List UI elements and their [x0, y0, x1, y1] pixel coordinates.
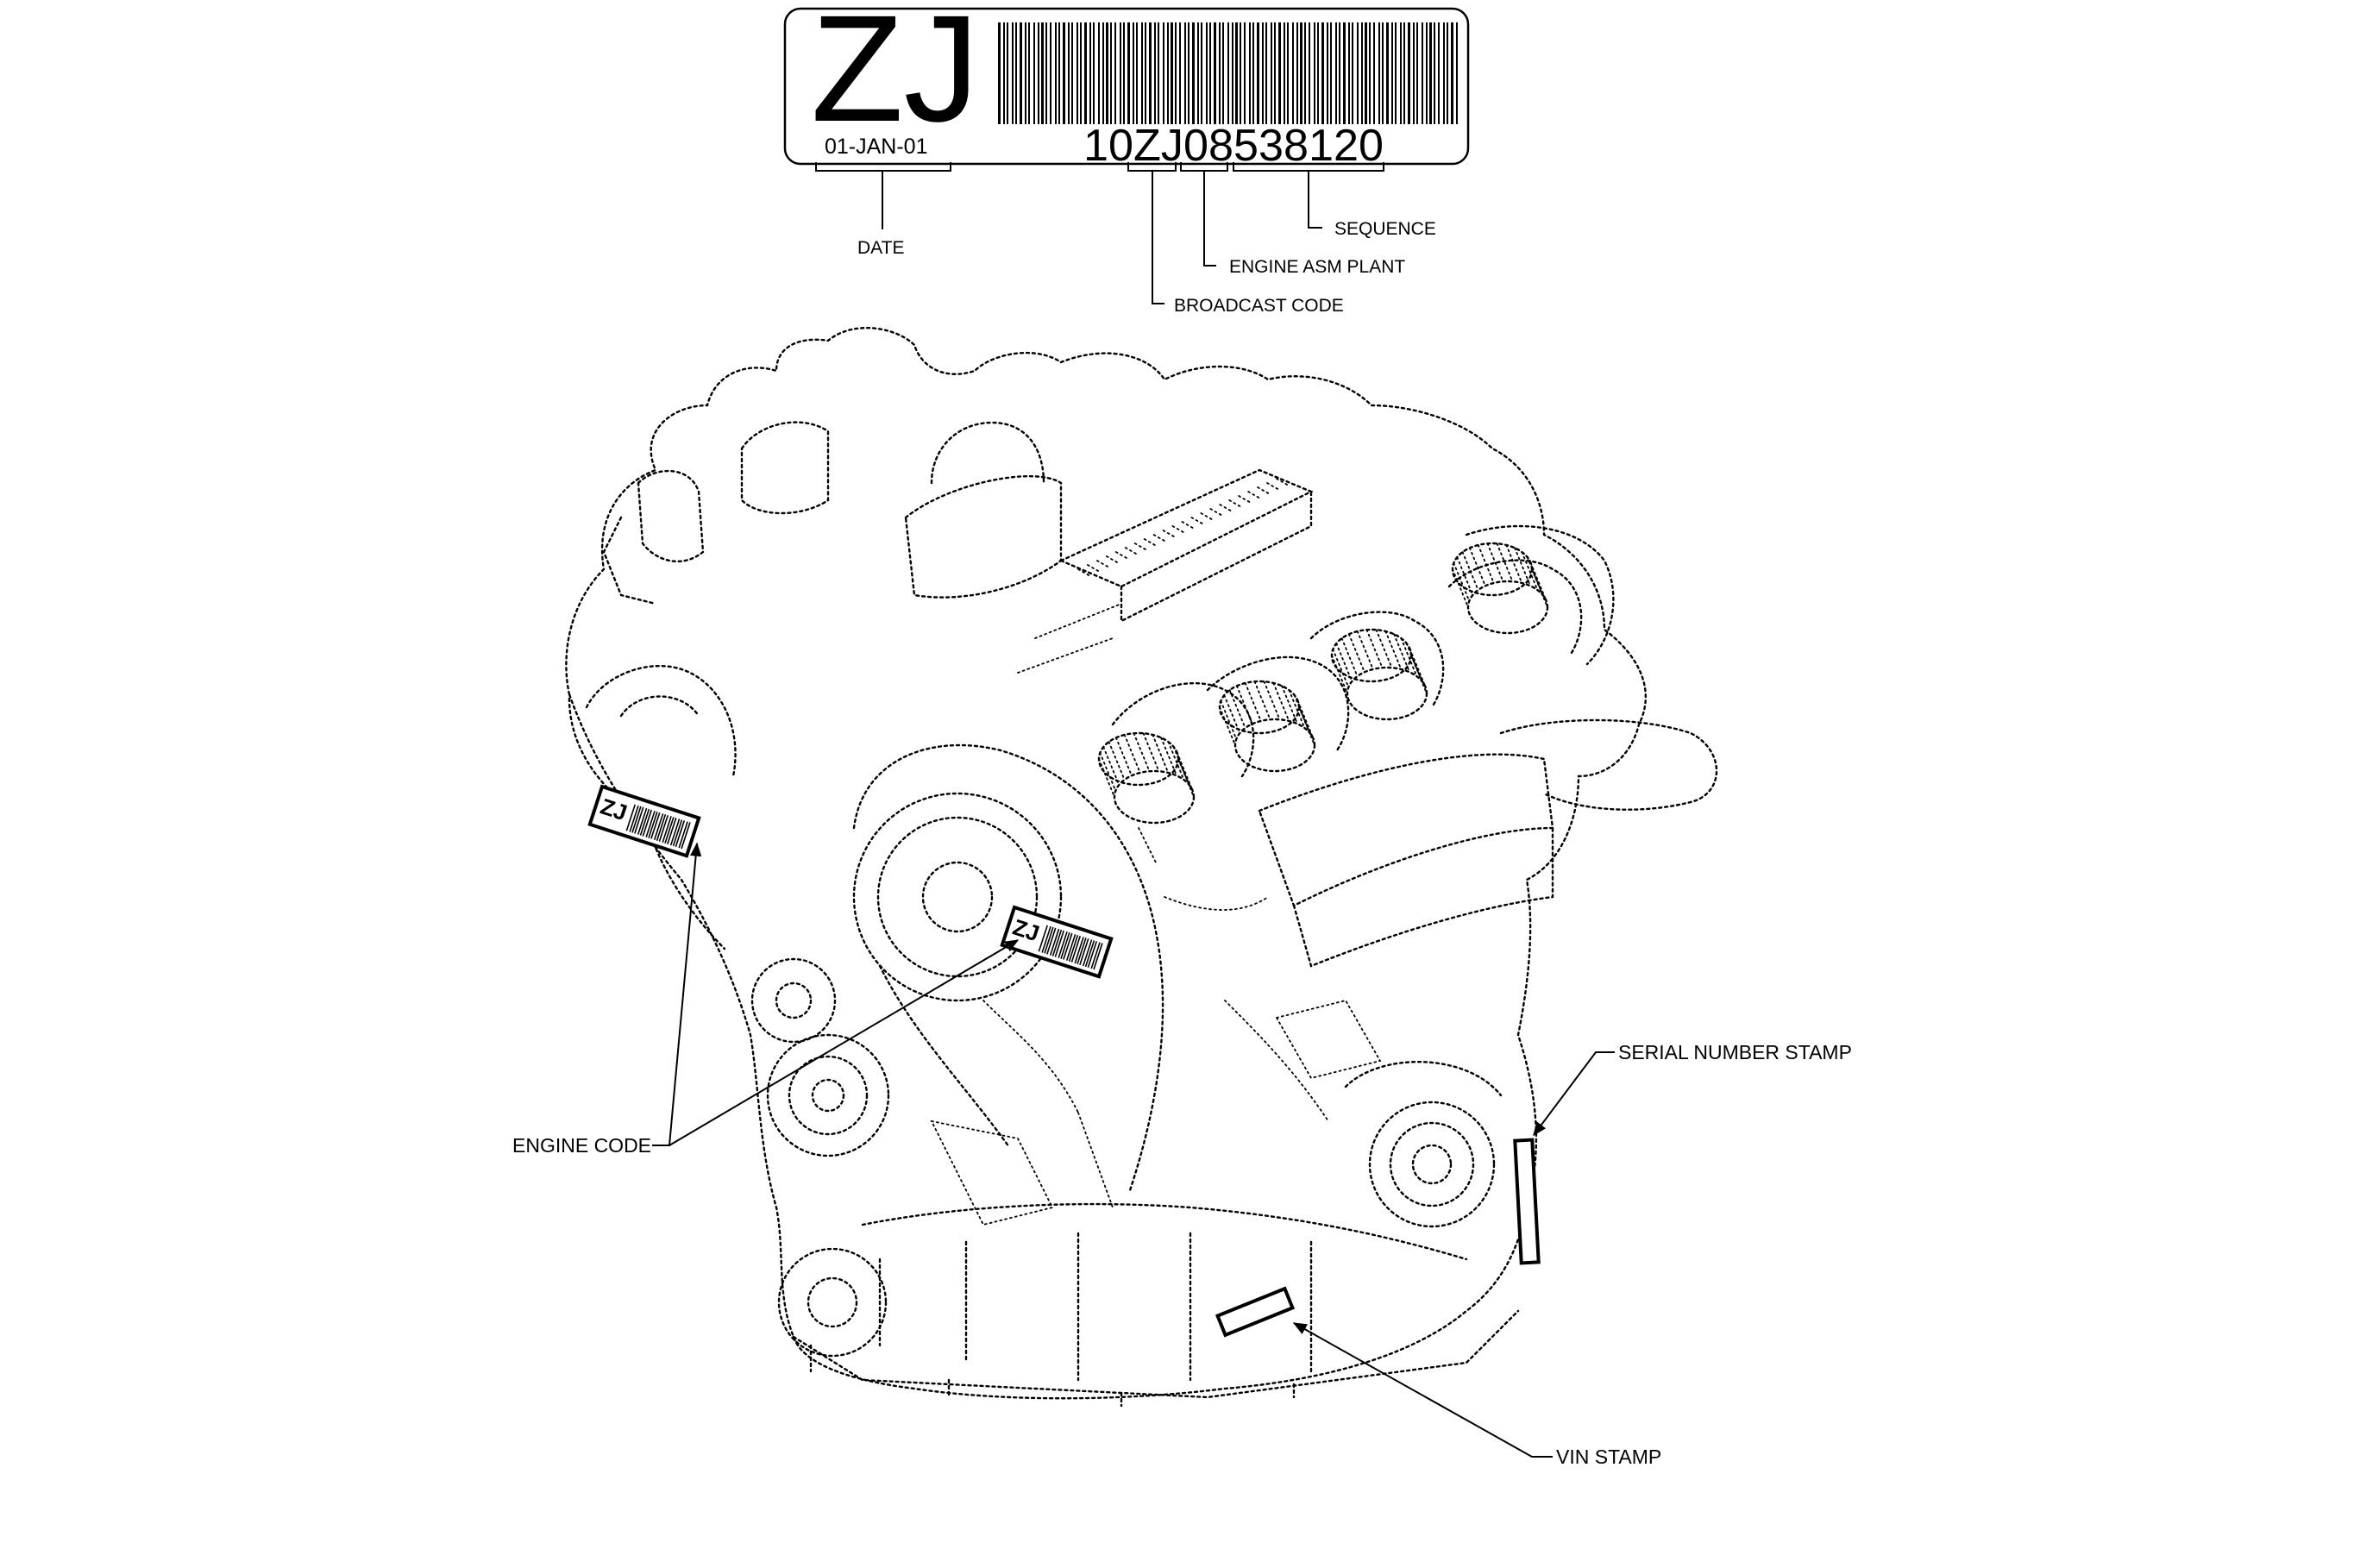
callout-serial-number-stamp: SERIAL NUMBER STAMP: [1618, 1041, 1852, 1063]
leader-lines: [652, 842, 1615, 1458]
barcode: [998, 22, 1458, 124]
serial-stamp-leader: [1533, 1051, 1615, 1137]
callout-engine-code: ENGINE CODE: [512, 1134, 651, 1157]
engine-code-label-1: ZJ: [587, 784, 701, 858]
engine-code-leader-2: [669, 939, 1020, 1146]
engine-illustration: [565, 327, 1718, 1408]
engine-code-leader: [652, 842, 702, 1146]
ignition-coils: [1097, 542, 1549, 825]
label-brackets: [815, 162, 1384, 304]
cover-ribs: [1077, 478, 1290, 577]
engine-id-label: ZJ 01-JAN-01 10ZJ08538120: [783, 0, 1470, 171]
callout-engine-asm-plant: ENGINE ASM PLANT: [1229, 257, 1405, 277]
vin-stamp: [1215, 1286, 1296, 1338]
callout-broadcast-code: BROADCAST CODE: [1174, 296, 1344, 316]
vin-stamp-leader: [1292, 1322, 1553, 1458]
callout-sequence: SEQUENCE: [1334, 219, 1436, 239]
callout-vin-stamp: VIN STAMP: [1556, 1446, 1661, 1468]
callout-date: DATE: [857, 238, 904, 258]
label-date: 01-JAN-01: [825, 135, 928, 159]
engine-code-label-2: ZJ: [1000, 905, 1114, 979]
label-engine-code: ZJ: [811, 0, 980, 154]
serial-number-stamp: [1513, 1138, 1541, 1265]
